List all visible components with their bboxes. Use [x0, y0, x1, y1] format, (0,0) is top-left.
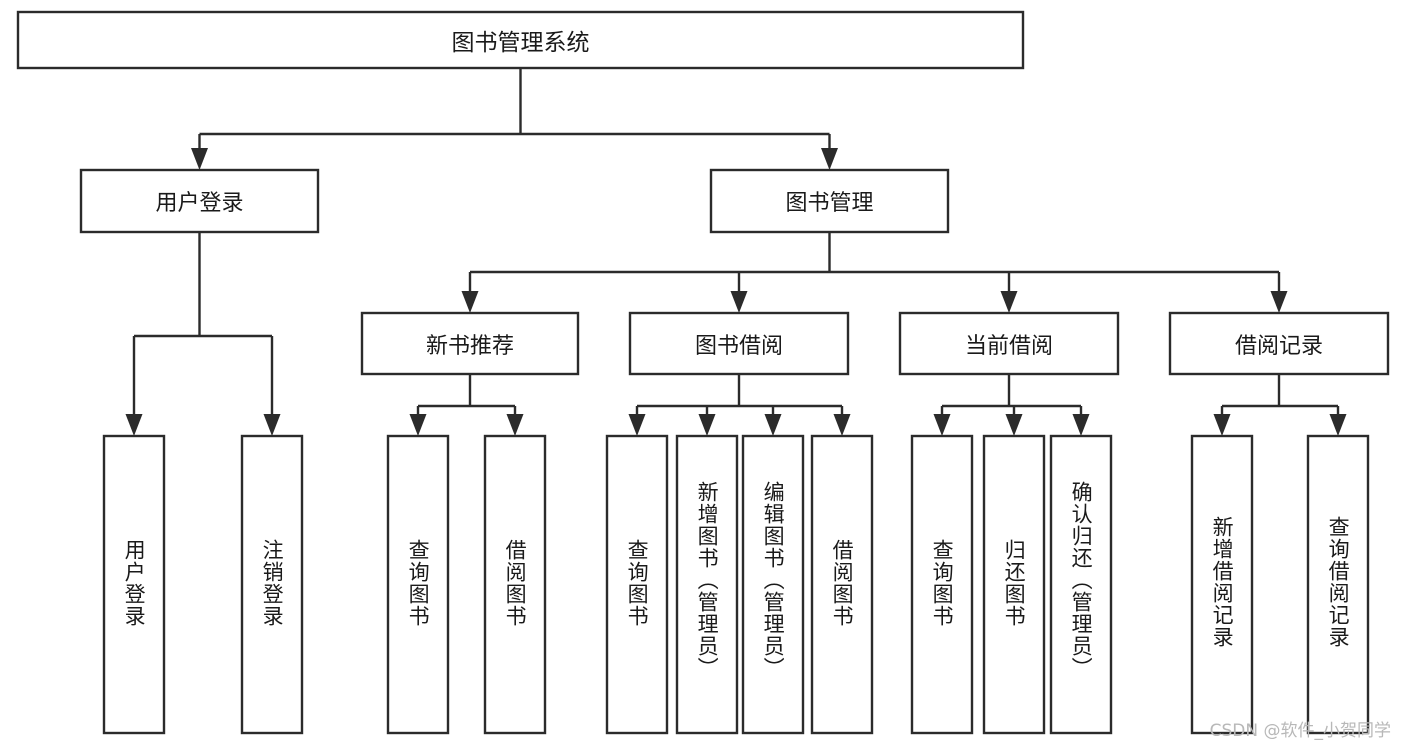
- connector-bookmanage-to-level3: [461, 232, 1288, 313]
- connector-currentborrow-to-leaves: [933, 374, 1090, 436]
- arrow-head-icon: [628, 414, 646, 436]
- node-box-book-manage[interactable]: [709, 168, 950, 234]
- node-box-root[interactable]: [16, 10, 1025, 70]
- arrow-head-icon: [263, 414, 281, 436]
- connector-bookborrow-to-leaves: [628, 374, 851, 436]
- arrow-head-icon: [1213, 414, 1231, 436]
- node-box-leaf-borrow-book-1[interactable]: [483, 434, 547, 735]
- node-box-leaf-query-book-2[interactable]: [605, 434, 669, 735]
- connector-newbook-to-leaves: [409, 374, 524, 436]
- node-box-borrow-record[interactable]: [1168, 311, 1390, 376]
- arrow-head-icon: [409, 414, 427, 436]
- connector-userlogin-to-leaves: [125, 232, 281, 436]
- arrow-head-icon: [1000, 291, 1018, 313]
- arrow-head-icon: [764, 414, 782, 436]
- node-box-leaf-query-book-3[interactable]: [910, 434, 974, 735]
- node-box-leaf-return-book[interactable]: [982, 434, 1046, 735]
- node-box-leaf-borrow-book-2[interactable]: [810, 434, 874, 735]
- connector-root-to-level2: [191, 68, 838, 170]
- connector-layer: [125, 68, 1347, 436]
- arrow-head-icon: [730, 291, 748, 313]
- arrow-head-icon: [933, 414, 951, 436]
- node-box-leaf-add-borrow-record[interactable]: [1190, 434, 1254, 735]
- arrow-head-icon: [1072, 414, 1090, 436]
- watermark-text: CSDN @软件_小贺同学: [1209, 721, 1391, 741]
- node-box-leaf-confirm-return-admin[interactable]: [1049, 434, 1113, 735]
- arrow-head-icon: [1005, 414, 1023, 436]
- node-box-leaf-add-book-admin[interactable]: [675, 434, 739, 735]
- node-box-book-borrow[interactable]: [628, 311, 850, 376]
- node-box-new-book-recommend[interactable]: [360, 311, 580, 376]
- node-box-layer: [16, 10, 1390, 735]
- node-box-leaf-edit-book-admin[interactable]: [741, 434, 805, 735]
- node-box-leaf-logout-login[interactable]: [240, 434, 304, 735]
- node-box-current-borrow[interactable]: [898, 311, 1120, 376]
- arrow-head-icon: [125, 414, 143, 436]
- arrow-head-icon: [1270, 291, 1288, 313]
- node-box-leaf-query-borrow-record[interactable]: [1306, 434, 1370, 735]
- node-box-leaf-user-login[interactable]: [102, 434, 166, 735]
- arrow-head-icon: [833, 414, 851, 436]
- arrow-head-icon: [191, 148, 208, 170]
- arrow-head-icon: [1329, 414, 1347, 436]
- arrow-head-icon: [698, 414, 716, 436]
- arrow-head-icon: [461, 291, 479, 313]
- connector-borrowrecord-to-leaves: [1213, 374, 1347, 436]
- node-box-user-login[interactable]: [79, 168, 320, 234]
- arrow-head-icon: [821, 148, 838, 170]
- arrow-head-icon: [506, 414, 524, 436]
- node-box-leaf-query-book-1[interactable]: [386, 434, 450, 735]
